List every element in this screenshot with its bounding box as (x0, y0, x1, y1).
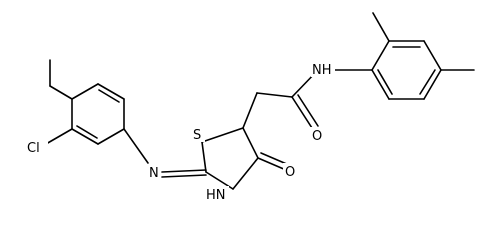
structure-drawing: Cl N S HN O O NH (26, 12, 475, 203)
ring-nh-label: HN (206, 188, 226, 203)
ring-carbonyl-oxygen-label: O (285, 165, 295, 180)
amide-nh-label: NH (312, 63, 332, 78)
thiazolidinone-ring (201, 127, 290, 190)
molecule-diagram: Cl N S HN O O NH (26, 12, 475, 203)
imine-double-bond-b (161, 174, 207, 178)
chloro-methyl-phenyl-ring (45, 59, 125, 145)
dimethyl-phenyl-ring (333, 12, 475, 100)
imine-double-bond-a (161, 169, 207, 173)
amide-oxygen-label: O (312, 129, 322, 144)
chlorine-label: Cl (27, 141, 40, 156)
acetamide-linker (242, 69, 319, 129)
imine-nitrogen-label: N (149, 166, 159, 181)
sulfur-label: S (193, 128, 201, 143)
aryl-n-bond (123, 128, 149, 164)
